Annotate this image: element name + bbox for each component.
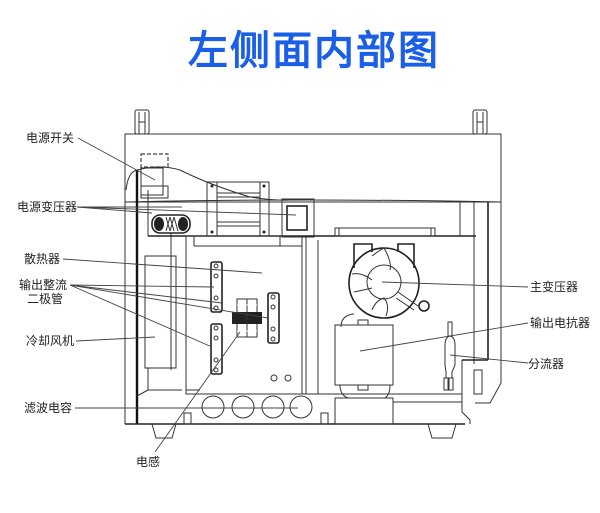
label-inductor: 电感 xyxy=(136,454,160,469)
label-output-rectifier-line2: 二极管 xyxy=(27,291,63,306)
label-power-transformer: 电源变压器 xyxy=(17,199,77,214)
label-output-reactor: 输出电抗器 xyxy=(530,315,590,330)
filter-capacitors xyxy=(183,393,329,425)
page-title: 左侧面内部图 xyxy=(188,28,440,74)
filter-coil xyxy=(151,214,191,370)
machine-casing xyxy=(124,169,502,425)
front-foot xyxy=(151,423,177,439)
label-output-rectifier-line1: 输出整流 xyxy=(19,277,67,292)
left-lifting-handle xyxy=(134,109,150,135)
rectifier-diode xyxy=(267,292,280,344)
label-heat-sink: 散热器 xyxy=(24,251,60,266)
shunt xyxy=(442,321,462,395)
label-cooling-fan: 冷却风机 xyxy=(26,334,74,348)
right-lifting-handle xyxy=(472,109,488,135)
inductor-core xyxy=(232,298,262,338)
label-filter-capacitor: 滤波电容 xyxy=(24,400,72,415)
top-cover xyxy=(124,133,502,203)
heat-sink xyxy=(185,235,319,395)
label-power-switch: 电源开关 xyxy=(26,131,74,145)
power-transformer xyxy=(206,181,270,237)
leader-lines xyxy=(62,137,529,453)
rear-foot xyxy=(427,423,457,439)
label-main-transformer: 主变压器 xyxy=(530,279,578,294)
main-transformer xyxy=(348,243,430,319)
rectifier-diode xyxy=(210,323,223,375)
label-shunt: 分流器 xyxy=(528,357,564,371)
cooling-fan xyxy=(136,255,200,397)
control-box xyxy=(281,198,315,238)
output-reactor xyxy=(334,313,394,425)
power-switch xyxy=(140,153,169,199)
